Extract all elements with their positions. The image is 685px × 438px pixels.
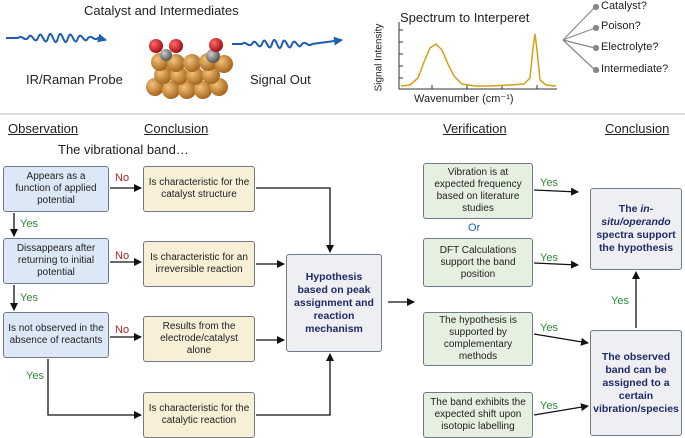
yes-label-v3: Yes [540, 322, 558, 334]
header-verification: Verification [443, 121, 507, 136]
yes-label-v2: Yes [540, 252, 558, 264]
final-box-assigned: The observed band can be assigned to a c… [590, 330, 682, 436]
spectrum-ticks [399, 29, 538, 89]
yes-label-2: Yes [20, 292, 38, 304]
spectrum-axes [398, 22, 557, 90]
yes-label-final: Yes [611, 295, 629, 307]
left-panel-title: Catalyst and Intermediates [84, 3, 239, 18]
spectrum-title: Spectrum to Interperet [400, 10, 530, 25]
spectrum-trace [400, 33, 557, 87]
probe-wave [5, 33, 107, 43]
signal-wave [231, 36, 343, 49]
catalyst-cluster [146, 38, 233, 99]
conclusion-box-catalyst: Is characteristic for the catalyst struc… [143, 166, 255, 212]
yes-label-3: Yes [26, 370, 44, 382]
final-box-support: The in-situ/operando spectra support the… [590, 188, 682, 270]
option-intermediate: Intermediate? [601, 63, 669, 75]
observation-box-reactants: Is not observed in the absence of reacta… [3, 312, 109, 358]
observation-box-reversal: Dissappears after returning to initial p… [3, 238, 109, 284]
option-poison: Poison? [601, 20, 641, 32]
hypothesis-box: Hypothesis based on peak assignment and … [286, 254, 382, 352]
flow-arrows [10, 184, 640, 419]
yes-label-1: Yes [20, 218, 38, 230]
intro-text: The vibrational band… [58, 142, 189, 157]
no-label-3: No [115, 324, 130, 336]
verification-box-literature: Vibration is at expected frequency based… [423, 163, 533, 219]
spectrum-xlabel: Wavenumber (cm⁻¹) [414, 93, 514, 105]
header-conclusion-final: Conclusion [605, 121, 670, 136]
observation-box-potential: Appears as a function of applied potenti… [3, 166, 109, 212]
verification-box-dft: DFT Calculations support the band positi… [423, 238, 533, 287]
verification-box-isotopic: The band exhibits the expected shift upo… [423, 392, 533, 438]
option-electrolyte: Electrolyte? [601, 41, 659, 53]
probe-label: IR/Raman Probe [26, 72, 123, 87]
conclusion-box-irreversible: Is characteristic for an irreversible re… [143, 241, 255, 287]
header-conclusion: Conclusion [144, 121, 209, 136]
signal-label: Signal Out [250, 72, 311, 87]
or-label: Or [468, 222, 481, 234]
option-catalyst: Catalyst? [601, 0, 647, 12]
yes-label-v4: Yes [540, 400, 558, 412]
header-observation: Observation [8, 121, 79, 136]
conclusion-box-catalytic: Is characteristic for the catalytic reac… [143, 392, 255, 438]
yes-label-v1: Yes [540, 177, 558, 189]
options-fan [562, 3, 600, 74]
no-label-2: No [115, 250, 130, 262]
verification-box-complementary: The hypothesis is supported by complemen… [423, 312, 533, 366]
conclusion-box-electrode: Results from the electrode/catalyst alon… [143, 316, 255, 362]
no-label-1: No [115, 172, 130, 184]
